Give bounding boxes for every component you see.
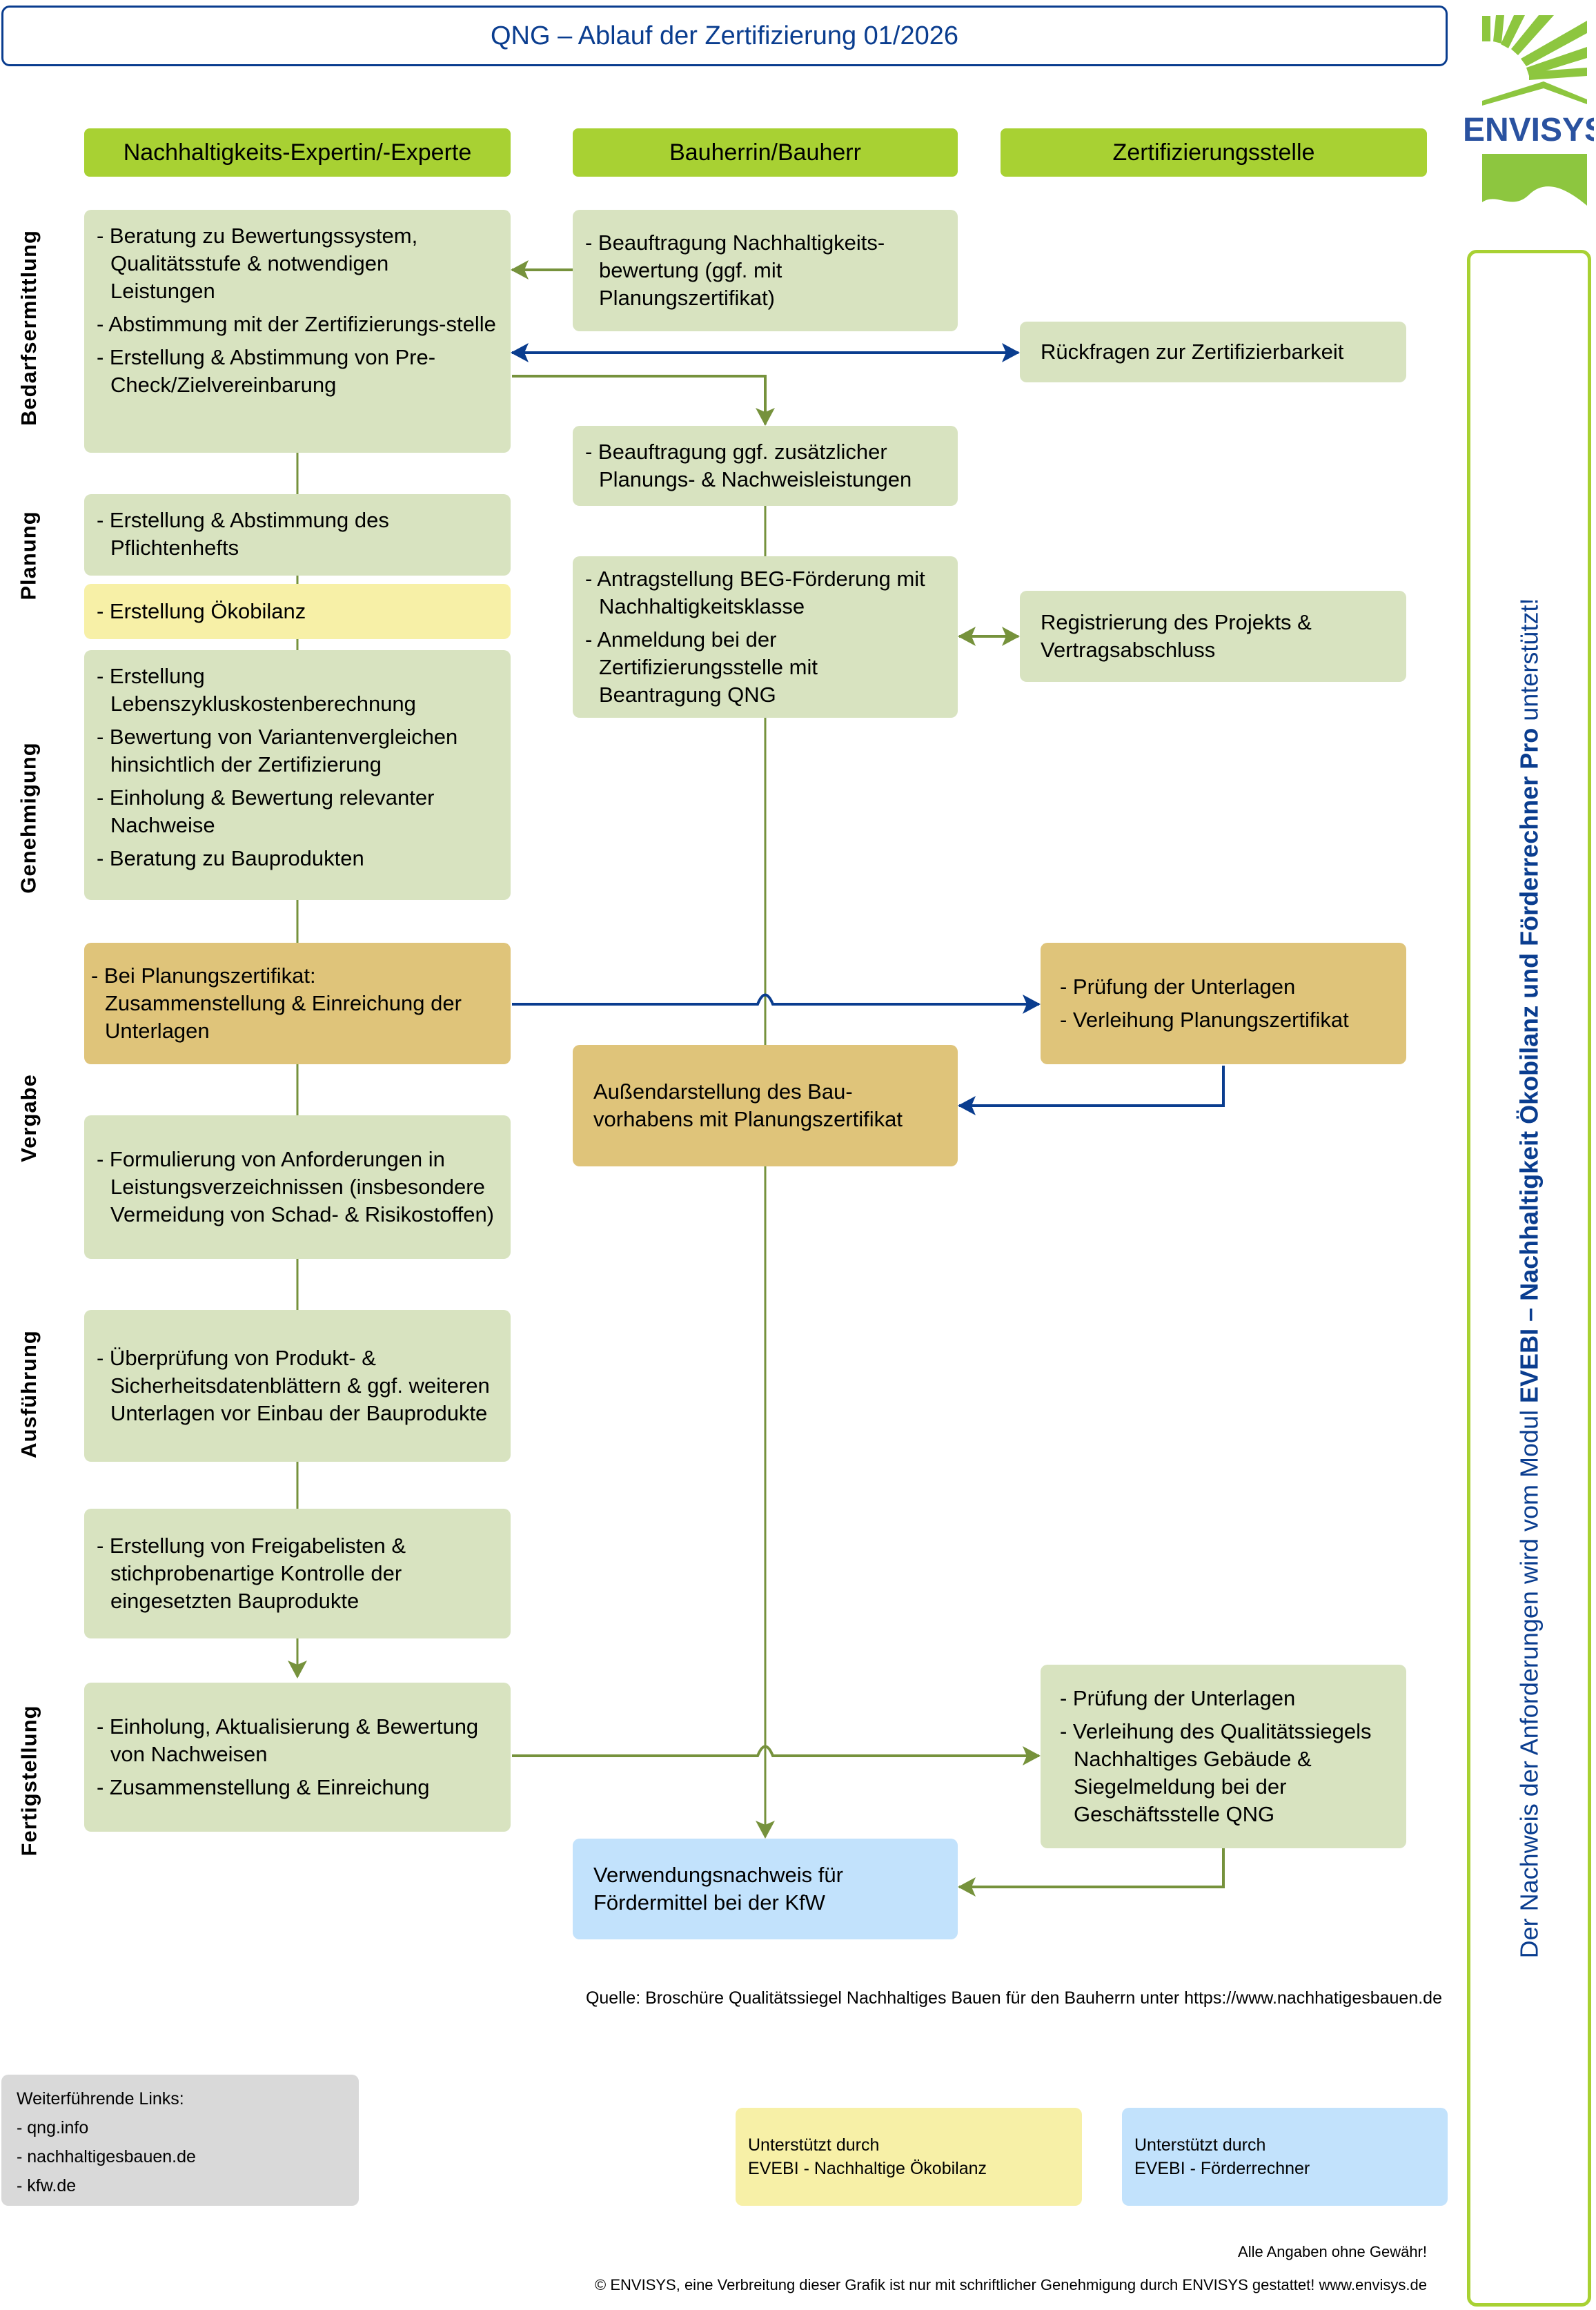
legend-line: Unterstützt durch: [1134, 2135, 1266, 2155]
list-item: - Erstellung Lebenszykluskostenberechnun…: [97, 664, 416, 716]
arrow-fertigstellung-to-certifier: [512, 1745, 1041, 1765]
legend-foerderrechner: Unterstützt durch EVEBI - Förderrechner: [1122, 2108, 1448, 2206]
cert-pruefung-final-box: - Prüfung der Unterlagen - Verleihung de…: [1041, 1665, 1406, 1848]
box-text: Rückfragen zur Zertifizierbarkeit: [1041, 340, 1344, 364]
box-text: Verwendungsnachweis für Fördermittel bei…: [593, 1863, 843, 1915]
cert-registrierung-box: Registrierung des Projekts & Vertragsabs…: [1020, 591, 1406, 682]
expert-fertigstellung-box: - Einholung, Aktualisierung & Bewertung …: [84, 1683, 511, 1832]
legend-line: Unterstützt durch: [748, 2135, 880, 2155]
link-qng[interactable]: - qng.info: [17, 2118, 89, 2137]
title-box: QNG – Ablauf der Zertifizierung 01/2026: [1, 6, 1448, 66]
owner-zusaetzlich-box: - Beauftragung ggf. zusätzlicher Planung…: [573, 426, 958, 506]
list-item: - Verleihung des Qualitätssiegels Nachha…: [1060, 1719, 1372, 1826]
list-item: - Beauftragung Nachhaltigkeits-bewertung…: [585, 231, 885, 310]
source-note: Quelle: Broschüre Qualitätssiegel Nachha…: [585, 1988, 1442, 2008]
list-item: - Einholung & Bewertung relevanter Nachw…: [97, 785, 435, 837]
list-item: - Beratung zu Bewertungssystem, Qualität…: [97, 224, 418, 303]
list-item: - Prüfung der Unterlagen: [1060, 975, 1296, 999]
expert-planungszertifikat-box: - Bei Planungszertifikat: Zusammenstellu…: [84, 943, 511, 1064]
side-text-prefix: Der Nachweis der Anforderungen wird vom …: [1515, 1402, 1543, 1959]
list-item: - Abstimmung mit der Zertifizierungs-ste…: [97, 312, 496, 336]
expert-bedarf-box: - Beratung zu Bewertungssystem, Qualität…: [84, 210, 511, 453]
arrow-certifier-to-verwendungsnachweis: [958, 1848, 1225, 1897]
list-item: - Erstellung & Abstimmung des Pflichtenh…: [97, 508, 389, 560]
expert-vergabe-box: - Formulierung von Anforderungen in Leis…: [84, 1115, 511, 1259]
list-item: - Anmeldung bei der Zertifizierungsstell…: [585, 627, 818, 707]
copyright: © ENVISYS, eine Verbreitung dieser Grafi…: [595, 2276, 1427, 2293]
arrow-certifier-to-aussendarstellung: [958, 1066, 1225, 1115]
list-item: - Beauftragung ggf. zusätzlicher Planung…: [585, 440, 912, 491]
owner-aussendarstellung-box: Außendarstellung des Bau-vorhabens mit P…: [573, 1045, 958, 1166]
list-item: - Überprüfung von Produkt- & Sicherheits…: [97, 1346, 490, 1425]
owner-antrag-box: - Antragstellung BEG-Förderung mit Nachh…: [573, 556, 958, 718]
expert-ausfuehrung-box-2: - Erstellung von Freigabelisten & stichp…: [84, 1509, 511, 1638]
expert-oekobilanz-box: - Erstellung Ökobilanz: [84, 584, 511, 639]
page-title: QNG – Ablauf der Zertifizierung 01/2026: [490, 21, 959, 50]
link-nachhaltigesbauen[interactable]: - nachhaltigesbauen.de: [17, 2147, 196, 2166]
list-item: - Verleihung Planungszertifikat: [1060, 1008, 1349, 1032]
links-heading: Weiterführende Links:: [17, 2089, 184, 2108]
column-header-expert: Nachhaltigkeits-Expertin/-Experte: [84, 128, 511, 177]
cert-pruefung-planung-box: - Prüfung der Unterlagen - Verleihung Pl…: [1041, 943, 1406, 1064]
side-text-bold: EVEBI – Nachhaltigkeit Ökobilanz und För…: [1515, 727, 1543, 1403]
list-item: - Bewertung von Variantenvergleichen hin…: [97, 725, 458, 776]
envisys-logo-icon: ENVISYS: [1463, 6, 1596, 206]
list-item: - Erstellung Ökobilanz: [97, 599, 306, 623]
box-text: Außendarstellung des Bau-vorhabens mit P…: [593, 1079, 903, 1131]
arrow-planungszertifikat-to-certifier: [512, 993, 1041, 1014]
column-header-certifier: Zertifizierungsstelle: [1001, 128, 1427, 177]
owner-beauftragung-box: - Beauftragung Nachhaltigkeits-bewertung…: [573, 210, 958, 331]
side-panel-text: Der Nachweis der Anforderungen wird vom …: [1515, 598, 1544, 1959]
list-item: - Beratung zu Bauprodukten: [97, 846, 364, 870]
side-panel: Der Nachweis der Anforderungen wird vom …: [1467, 250, 1591, 2307]
cert-rueckfragen-box: Rückfragen zur Zertifizierbarkeit: [1020, 322, 1406, 382]
links-box: Weiterführende Links: - qng.info - nachh…: [1, 2075, 359, 2206]
arrow-expert-to-zusaetzlich: [512, 375, 775, 426]
list-item: - Erstellung von Freigabelisten & stichp…: [97, 1534, 406, 1613]
list-item: - Bei Planungszertifikat: Zusammenstellu…: [91, 963, 462, 1043]
list-item: - Formulierung von Anforderungen in Leis…: [97, 1147, 495, 1226]
logo-text: ENVISYS: [1463, 112, 1594, 148]
legend-oekobilanz: Unterstützt durch EVEBI - Nachhaltige Ök…: [736, 2108, 1082, 2206]
expert-genehmigung-box: - Erstellung Lebenszykluskostenberechnun…: [84, 650, 511, 900]
expert-pflichtenheft-box: - Erstellung & Abstimmung des Pflichtenh…: [84, 494, 511, 576]
list-item: - Antragstellung BEG-Förderung mit Nachh…: [585, 567, 925, 618]
legend-line: EVEBI - Förderrechner: [1134, 2159, 1310, 2178]
list-item: - Erstellung & Abstimmung von Pre-Check/…: [97, 345, 436, 397]
list-item: - Prüfung der Unterlagen: [1060, 1686, 1296, 1710]
expert-ausfuehrung-box-1: - Überprüfung von Produkt- & Sicherheits…: [84, 1310, 511, 1462]
owner-verwendungsnachweis-box: Verwendungsnachweis für Fördermittel bei…: [573, 1839, 958, 1939]
list-item: - Einholung, Aktualisierung & Bewertung …: [97, 1714, 479, 1766]
box-text: Registrierung des Projekts & Vertragsabs…: [1041, 610, 1312, 662]
legend-line: EVEBI - Nachhaltige Ökobilanz: [748, 2159, 987, 2178]
link-kfw[interactable]: - kfw.de: [17, 2176, 77, 2195]
list-item: - Zusammenstellung & Einreichung: [97, 1775, 430, 1799]
side-text-suffix: unterstützt!: [1515, 598, 1543, 728]
column-header-owner: Bauherrin/Bauherr: [573, 128, 958, 177]
disclaimer: Alle Angaben ohne Gewähr!: [1238, 2243, 1427, 2260]
